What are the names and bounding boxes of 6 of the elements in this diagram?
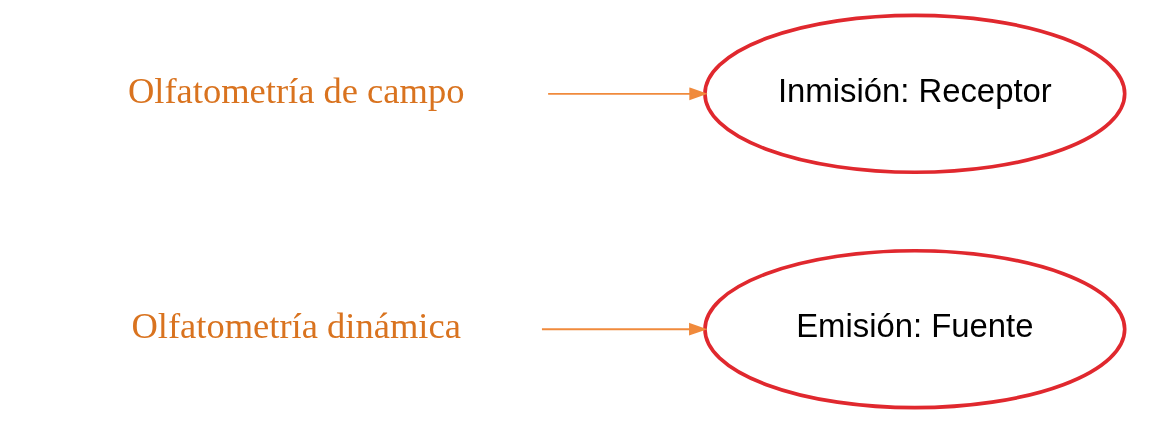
node-text: Olfatometría de campo — [127, 69, 464, 111]
node-text: Olfatometría dinámica — [130, 305, 461, 347]
node-ellipse: Emisión: Fuente — [702, 248, 1127, 410]
arrow — [540, 322, 707, 336]
node-ellipse: Inmisión: Receptor — [702, 13, 1127, 175]
arrow — [546, 87, 708, 101]
